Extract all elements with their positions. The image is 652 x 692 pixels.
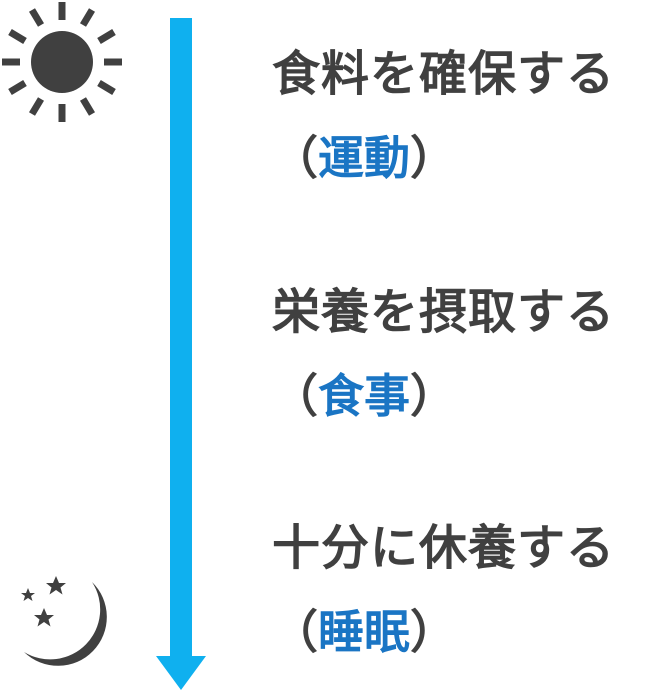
step-food: 食料を確保する （運動）	[272, 46, 652, 186]
step-keyword-line: （運動）	[272, 130, 652, 186]
open-paren: （	[272, 369, 318, 423]
step-nutrition: 栄養を摂取する （食事）	[272, 284, 652, 424]
step-title: 食料を確保する	[272, 46, 616, 102]
step-title: 栄養を摂取する	[272, 284, 616, 340]
timeline-arrow	[156, 18, 206, 690]
moon-stars-icon	[21, 576, 107, 666]
step-keyword-line: （食事）	[272, 368, 652, 424]
step-title: 十分に休養する	[272, 520, 616, 576]
step-keyword: 運動	[318, 131, 410, 185]
close-paren: ）	[410, 369, 456, 423]
open-paren: （	[272, 605, 318, 659]
close-paren: ）	[410, 605, 456, 659]
step-keyword-line: （睡眠）	[272, 604, 652, 660]
step-rest: 十分に休養する （睡眠）	[272, 520, 652, 660]
close-paren: ）	[410, 131, 456, 185]
step-keyword: 食事	[318, 369, 410, 423]
open-paren: （	[272, 131, 318, 185]
sun-icon	[2, 2, 122, 122]
step-keyword: 睡眠	[318, 605, 410, 659]
